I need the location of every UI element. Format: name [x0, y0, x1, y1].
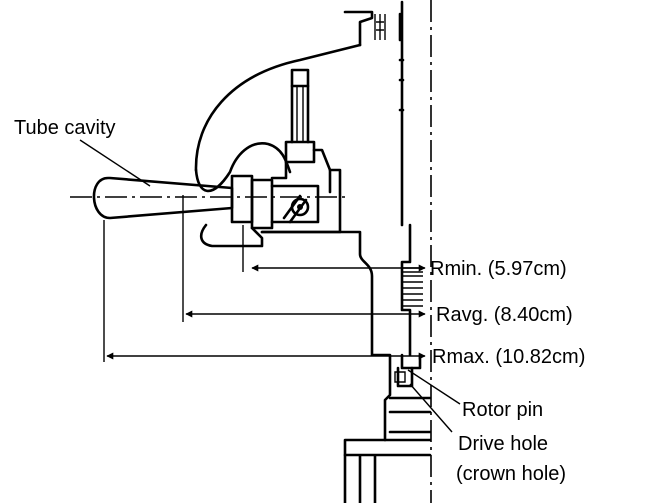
leader-line-drive-hole [409, 383, 453, 433]
label-rmin: Rmin. (5.97cm) [430, 258, 567, 280]
label-rmax: Rmax. (10.82cm) [432, 346, 585, 368]
leader-line-tube-cavity [79, 139, 151, 187]
leader-line-rotor-pin [407, 369, 461, 405]
label-rotor-pin: Rotor pin [462, 399, 543, 421]
label-drive-hole: Drive hole [458, 433, 548, 455]
rotor-lower-body [260, 223, 432, 503]
label-ravg: Ravg. (8.40cm) [436, 304, 573, 326]
label-crown-hole: (crown hole) [456, 463, 566, 485]
rotor-upper-body [194, 0, 405, 227]
tube-holder [92, 174, 320, 248]
label-tube-cavity: Tube cavity [14, 117, 116, 139]
